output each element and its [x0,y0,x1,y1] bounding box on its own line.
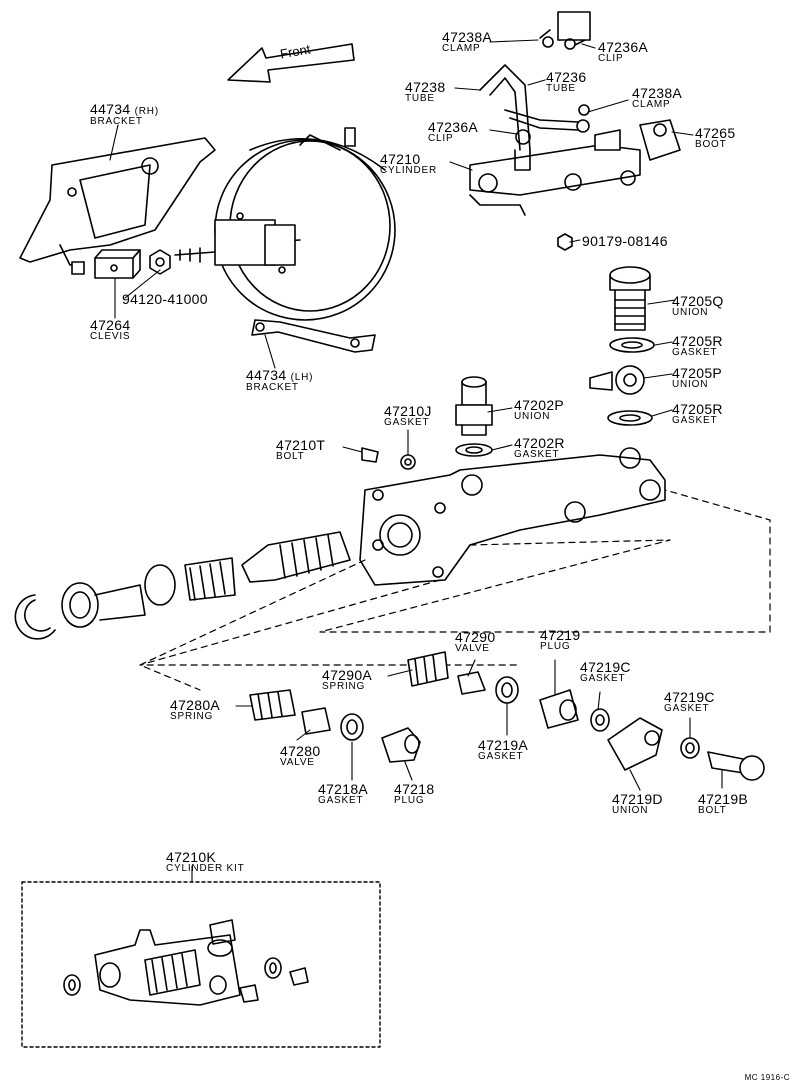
union-set-drawing [589,266,655,426]
nut-drawing [149,249,171,275]
bracket-lh-drawing [251,319,376,353]
diagram-code: MC 1916-C [744,1073,790,1082]
cylinder-upper-drawing [469,11,681,251]
assembly-guide-lines [139,489,771,691]
part-label-94120-41000: 94120-41000 [122,291,208,307]
lower-parts-drawing [249,651,765,781]
master-cylinder-body-drawing [359,447,666,586]
union-47202p-drawing [361,376,493,470]
part-label-44734-bracket-rh: 44734 (RH) BRACKET [90,101,159,127]
bracket-rh-drawing [19,137,216,266]
piston-assembly-drawing [14,531,351,640]
part-label-90179-08146: 90179-08146 [582,233,668,249]
part-label-44734-bracket-lh: 44734 (LH) BRACKET [246,367,314,393]
brake-booster-drawing [174,127,396,321]
front-arrow-icon [227,43,355,83]
cylinder-kit-box [21,881,381,1048]
clevis-drawing [71,249,141,279]
leader-lines [109,39,723,883]
